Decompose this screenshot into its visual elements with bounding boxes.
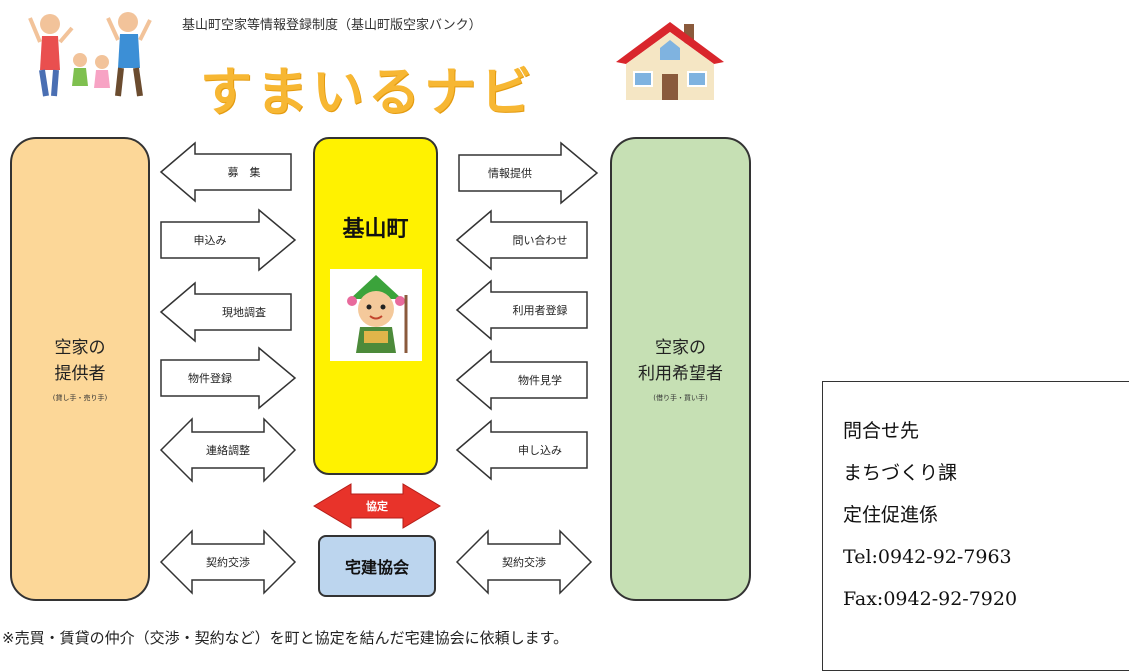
arrow-label: 連絡調整	[206, 444, 250, 457]
seeker-title-line1: 空家の	[655, 338, 706, 358]
arrow-contract-negotiation-right: 契約交渉	[455, 529, 593, 595]
right-arrow-icon	[458, 141, 599, 205]
right-arrow-icon	[160, 346, 297, 410]
provider-panel: 空家の 提供者 (貸し手・売り手)	[10, 137, 150, 601]
arrow-label: 物件見学	[518, 374, 562, 387]
arrow-label: 問い合わせ	[512, 234, 568, 247]
town-title: 基山町	[342, 217, 409, 242]
left-arrow-icon	[455, 349, 588, 411]
arrow-recruit: 募 集	[159, 141, 292, 203]
realtor-association-box: 宅建協会	[318, 535, 436, 597]
arrow-label: 物件登録	[188, 372, 232, 385]
footnote: ※売買・賃貸の仲介（交渉・契約など）を町と協定を結んだ宅建協会に依頼します。	[2, 629, 569, 647]
contact-tel: Tel:0942-92-7963	[843, 546, 1012, 568]
agreement-arrow: 協定	[313, 483, 441, 529]
realtor-association-label: 宅建協会	[344, 558, 409, 577]
brand-title: すまいるナビ	[200, 63, 537, 123]
arrow-information: 情報提供	[458, 141, 599, 205]
left-arrow-icon	[455, 279, 588, 341]
arrow-label: 契約交渉	[502, 556, 546, 569]
left-arrow-icon	[455, 419, 588, 481]
arrow-coordination: 連絡調整	[159, 417, 297, 483]
double-arrow-icon	[455, 529, 593, 595]
double-arrow-icon	[159, 529, 297, 595]
provider-title-line2: 提供者	[54, 364, 106, 384]
agreement-double-arrow-icon	[313, 483, 441, 529]
arrow-property-viewing: 物件見学	[455, 349, 588, 411]
provider-title-line1: 空家の	[54, 338, 106, 358]
arrow-label: 契約交渉	[206, 556, 250, 569]
contact-section: 定住促進係	[843, 504, 939, 526]
arrow-label: 情報提供	[488, 167, 532, 180]
double-arrow-icon	[159, 417, 297, 483]
arrow-apply: 申込み	[160, 208, 297, 272]
left-arrow-icon	[455, 209, 588, 271]
left-arrow-icon	[159, 281, 292, 343]
seeker-subtitle: (借り手・買い手)	[653, 394, 708, 402]
header-subtitle: 基山町空家等情報登録制度（基山町版空家バンク）	[182, 18, 482, 33]
agreement-label: 協定	[366, 500, 388, 513]
arrow-label: 申込み	[193, 234, 227, 247]
arrow-application: 申し込み	[455, 419, 588, 481]
arrow-label: 募 集	[227, 166, 261, 179]
arrow-contract-negotiation-left: 契約交渉	[159, 529, 297, 595]
contact-fax: Fax:0942-92-7920	[843, 588, 1018, 610]
arrow-inquiry: 問い合わせ	[455, 209, 588, 271]
right-arrow-icon	[160, 208, 297, 272]
seeker-panel: 空家の 利用希望者 (借り手・買い手)	[610, 137, 751, 601]
arrow-user-registration: 利用者登録	[455, 279, 588, 341]
town-panel: 基山町	[313, 137, 438, 475]
contact-heading: 問合せ先	[843, 420, 920, 442]
family-illustration	[28, 8, 154, 102]
seeker-title-line2: 利用希望者	[638, 364, 723, 384]
house-illustration	[614, 18, 726, 102]
arrow-site-survey: 現地調査	[159, 281, 292, 343]
arrow-label: 利用者登録	[512, 304, 568, 317]
mascot-illustration	[329, 269, 422, 361]
left-arrow-icon	[159, 141, 292, 203]
contact-department: まちづくり課	[843, 462, 958, 484]
contact-box: 問合せ先 まちづくり課 定住促進係 Tel:0942-92-7963 Fax:0…	[822, 381, 1129, 671]
arrow-label: 申し込み	[518, 444, 562, 457]
arrow-property-registration: 物件登録	[160, 346, 297, 410]
arrow-label: 現地調査	[222, 306, 266, 319]
provider-subtitle: (貸し手・売り手)	[52, 394, 108, 402]
